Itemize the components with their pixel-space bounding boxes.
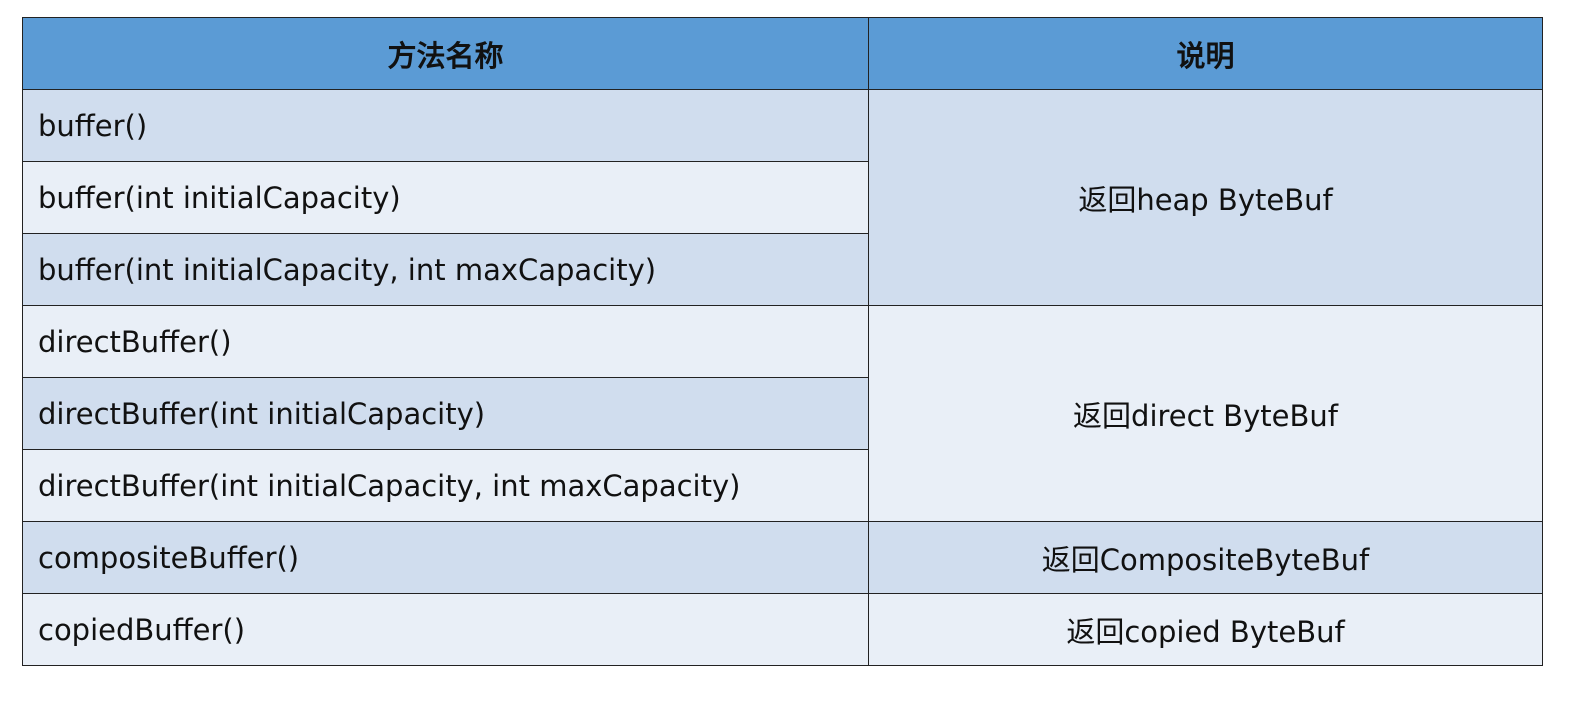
table-row: buffer(int initialCapacity) bbox=[22, 161, 1543, 234]
method-cell: directBuffer() bbox=[22, 305, 869, 378]
method-cell: buffer(int initialCapacity, int maxCapac… bbox=[22, 233, 869, 306]
method-cell: compositeBuffer() bbox=[22, 521, 869, 594]
method-cell: copiedBuffer() bbox=[22, 593, 869, 666]
method-cell: directBuffer(int initialCapacity) bbox=[22, 377, 869, 450]
table-header-row: 方法名称 说明 bbox=[22, 17, 1543, 90]
table-row: directBuffer() 返回direct ByteBuf bbox=[22, 305, 1543, 522]
method-cell: directBuffer(int initialCapacity, int ma… bbox=[22, 449, 869, 522]
description-cell: 返回CompositeByteBuf bbox=[868, 521, 1543, 594]
table-row: buffer() 返回heap ByteBuf bbox=[22, 89, 1543, 306]
table-row: buffer(int initialCapacity, int maxCapac… bbox=[22, 233, 1543, 306]
description-header: 说明 bbox=[868, 17, 1543, 90]
table-row: directBuffer(int initialCapacity, int ma… bbox=[22, 449, 1543, 522]
table-row: copiedBuffer() 返回copied ByteBuf bbox=[22, 593, 1543, 666]
method-cell: buffer() bbox=[22, 89, 869, 162]
description-cell: 返回heap ByteBuf bbox=[868, 89, 1543, 306]
table-row: compositeBuffer() 返回CompositeByteBuf bbox=[22, 521, 1543, 594]
description-cell: 返回copied ByteBuf bbox=[868, 593, 1543, 666]
description-cell: 返回direct ByteBuf bbox=[868, 305, 1543, 522]
bytebuf-methods-table: 方法名称 说明 buffer() 返回heap ByteBuf buffer(i… bbox=[22, 17, 1543, 666]
method-name-header: 方法名称 bbox=[22, 17, 869, 90]
method-cell: buffer(int initialCapacity) bbox=[22, 161, 869, 234]
